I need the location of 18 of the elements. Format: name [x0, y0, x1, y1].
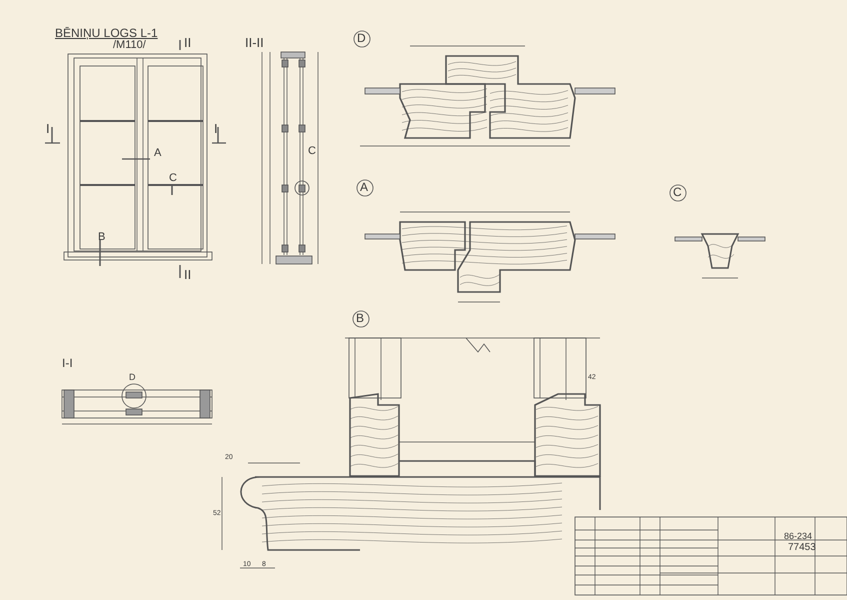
section-marker: I: [214, 122, 218, 135]
section-label: C: [169, 173, 177, 184]
detail-marker: B: [356, 312, 364, 324]
scale-note: /M110/: [113, 40, 146, 51]
detail-marker: D: [357, 32, 366, 44]
section-label: C: [308, 146, 316, 157]
drawing-number: 86-234: [784, 532, 812, 541]
section-marker: I: [46, 122, 50, 135]
section-marker: II: [184, 268, 192, 281]
section-title: II-II: [245, 36, 264, 49]
section-title: I-I: [62, 357, 73, 369]
section-label: B: [98, 232, 106, 243]
detail-marker: A: [360, 181, 368, 193]
detail-marker: C: [673, 186, 682, 198]
section-marker: II: [184, 36, 192, 49]
drawing-title: BĒNIŅU LOGS L-1: [55, 27, 158, 39]
section-label: A: [154, 148, 162, 159]
detail-marker: D: [129, 373, 136, 382]
